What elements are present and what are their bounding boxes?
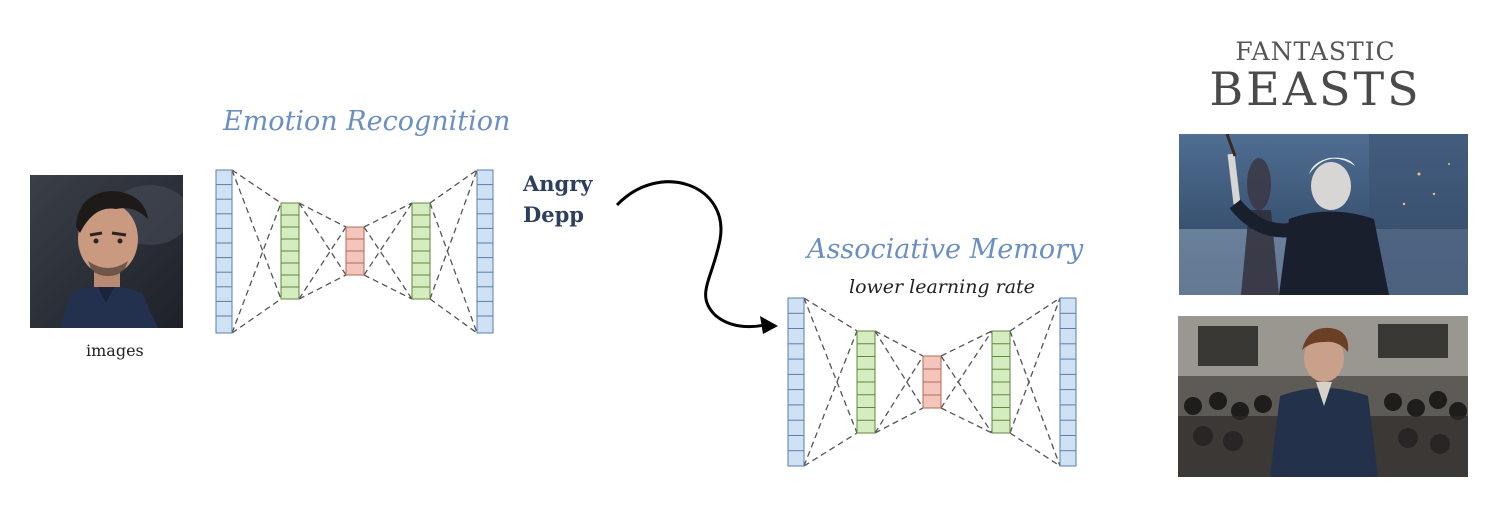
- associative-memory-network: [787, 297, 1077, 467]
- left-output-layer: [476, 169, 494, 334]
- output-label-line1: Angry: [523, 171, 593, 196]
- left-bottleneck-layer: [345, 226, 365, 276]
- right-input-layer: [787, 297, 805, 467]
- emotion-recognition-title: Emotion Recognition: [223, 106, 511, 137]
- emotion-recognition-network: [215, 169, 494, 334]
- input-face-photo: [30, 175, 183, 328]
- input-caption: images: [86, 341, 144, 360]
- left-hidden-layer-2: [411, 202, 431, 300]
- associative-memory-title: Associative Memory: [807, 234, 1084, 265]
- output-label: Angry Depp: [523, 168, 593, 230]
- output-label-line2: Depp: [523, 202, 584, 227]
- right-connections: [803, 297, 1061, 467]
- right-hidden-layer-1: [856, 330, 876, 434]
- left-input-layer: [215, 169, 233, 334]
- logo-line1: FANTASTIC: [1235, 37, 1396, 66]
- left-hidden-layer-1: [280, 202, 300, 300]
- left-connections: [231, 169, 478, 334]
- movie-still-grindelwald: [1179, 134, 1468, 295]
- right-hidden-layer-2: [991, 330, 1011, 434]
- right-bottleneck-layer: [922, 355, 942, 409]
- learning-rate-subtitle: lower learning rate: [849, 276, 1035, 298]
- movie-still-newt: [1178, 316, 1468, 477]
- fantastic-beasts-logo: FANTASTIC BEASTS: [1208, 37, 1423, 116]
- right-output-layer: [1059, 297, 1077, 467]
- curved-arrow: [615, 180, 778, 334]
- logo-line2: BEASTS: [1209, 62, 1422, 116]
